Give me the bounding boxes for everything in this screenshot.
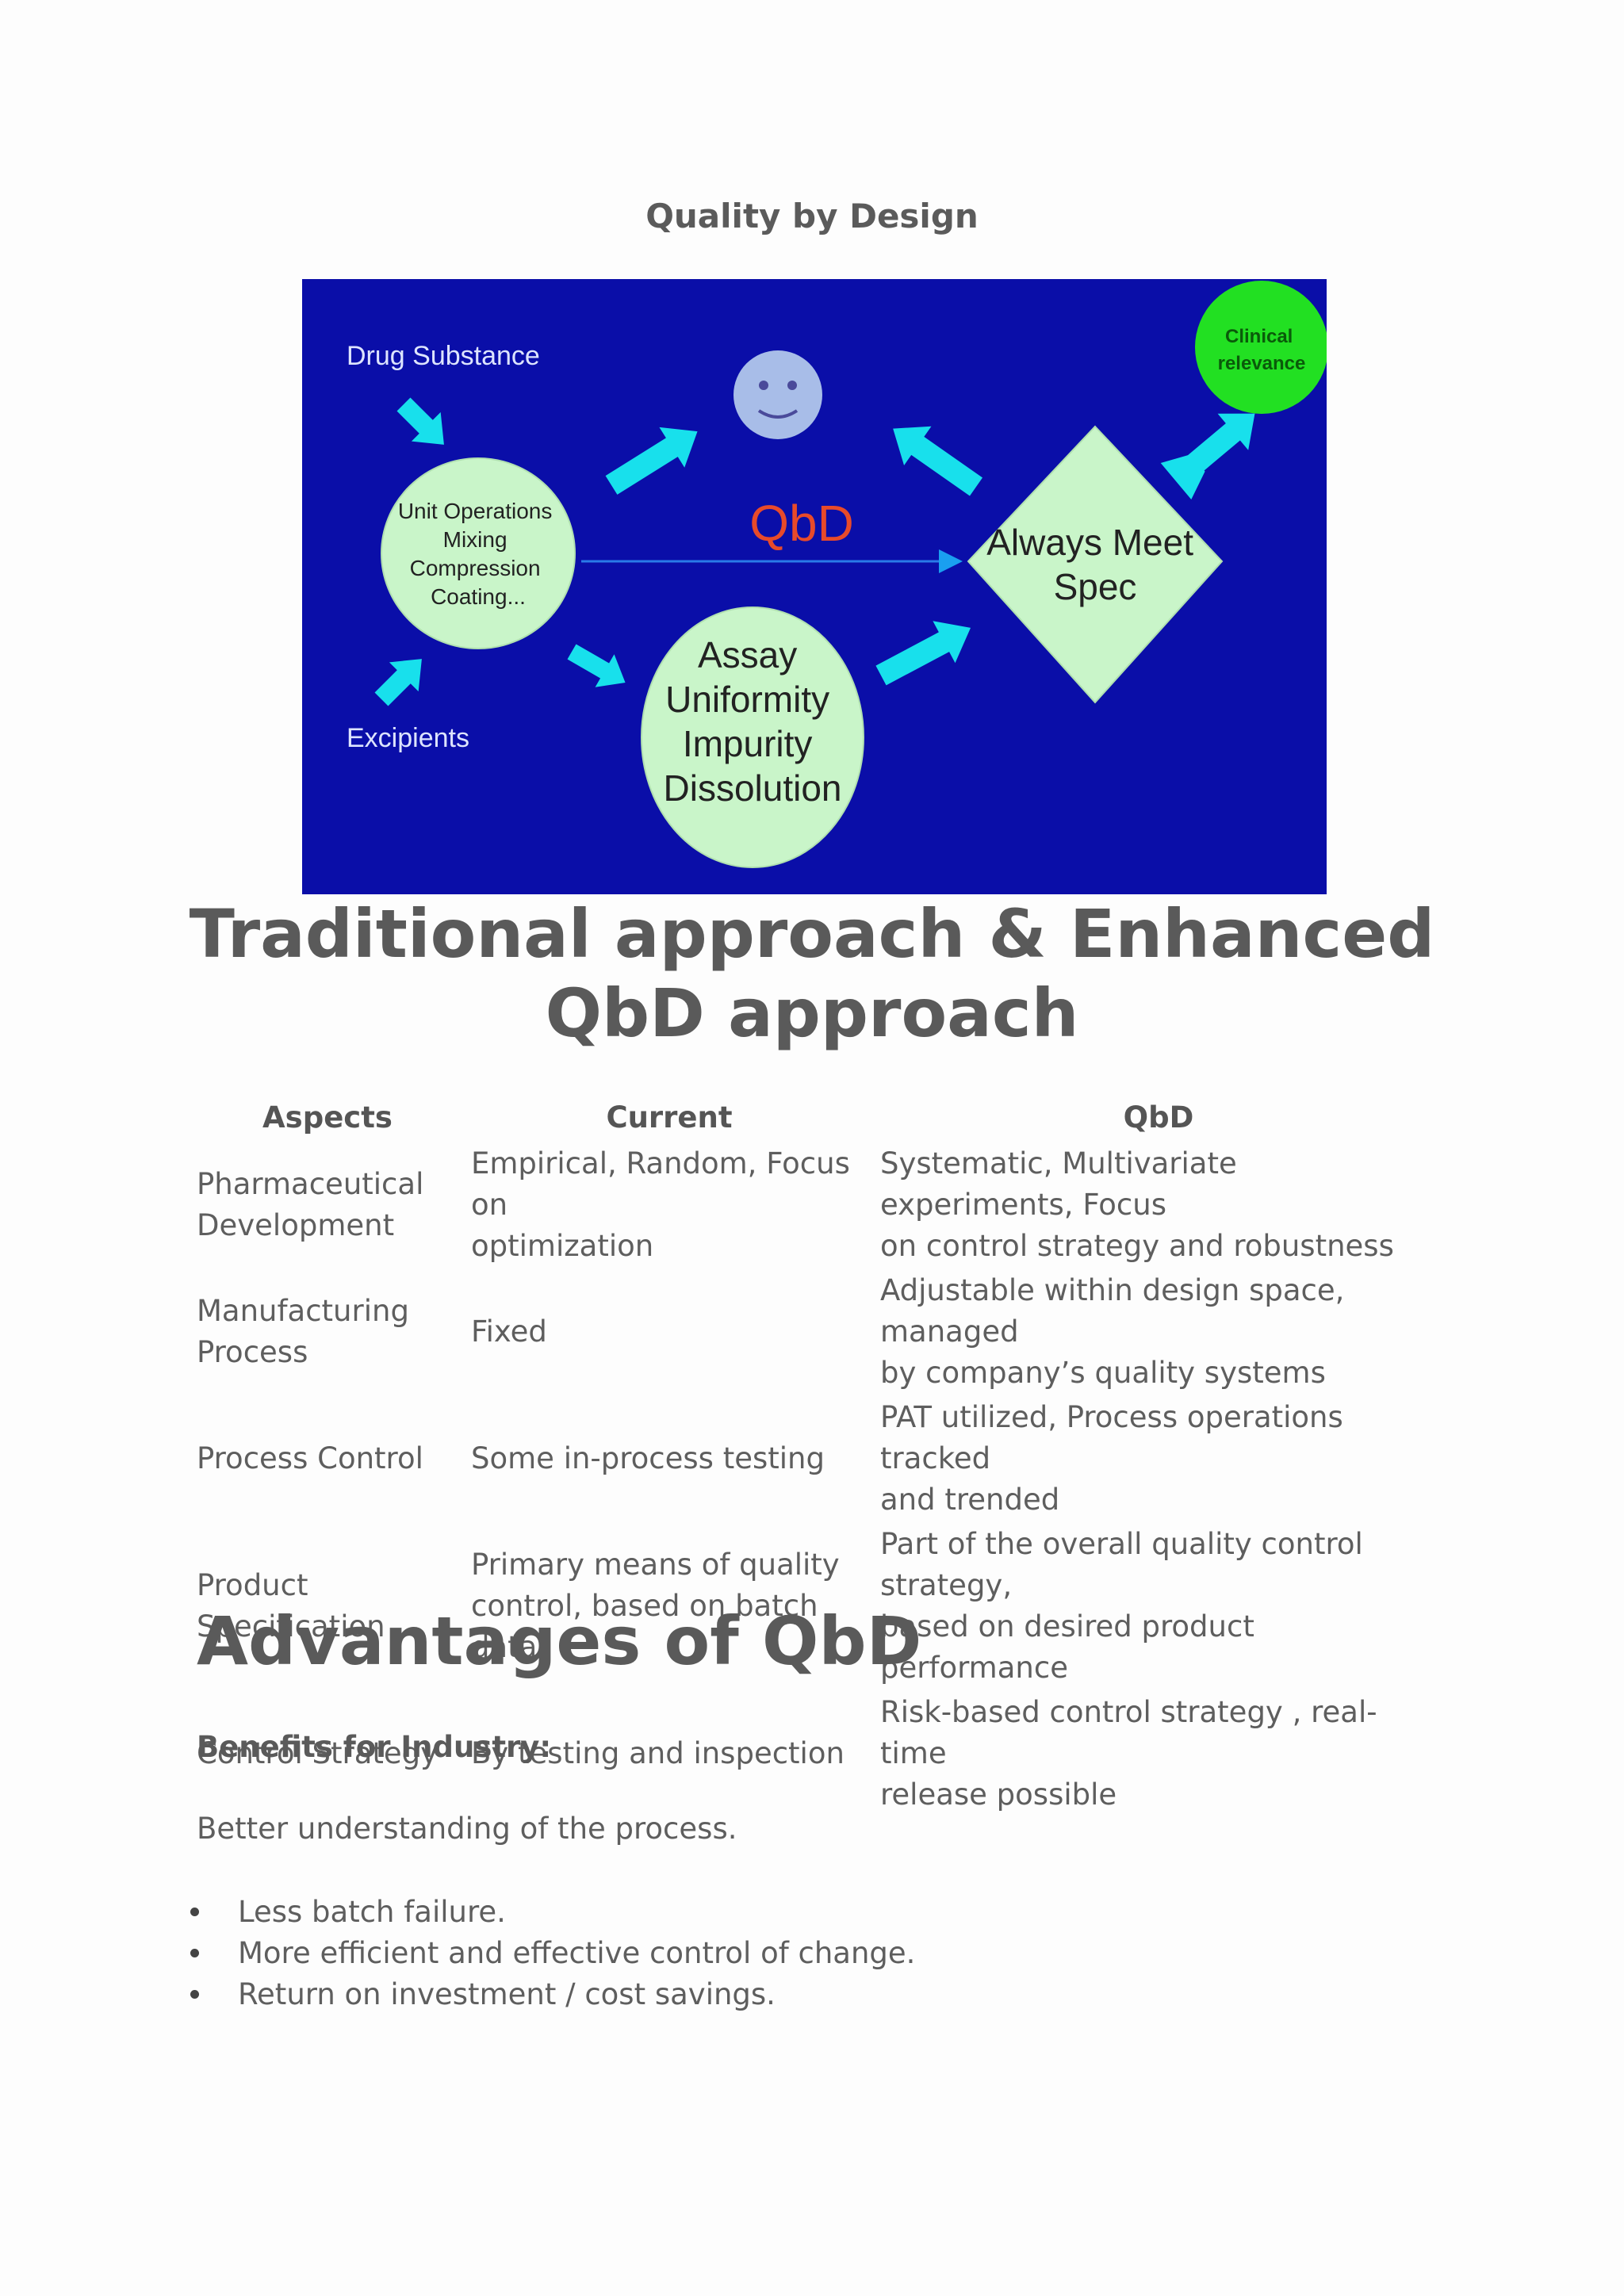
qbd-cell-line: Systematic, Multivariate experiments, Fo…	[880, 1146, 1237, 1222]
header-current: Current	[606, 1100, 733, 1135]
qbd-label: QbD	[749, 495, 854, 552]
drug-substance-label: Drug Substance	[347, 341, 540, 371]
current-cell-line: Primary means of quality	[471, 1548, 840, 1582]
tests-text: Assay Uniformity Impurity Dissolution	[664, 634, 842, 809]
benefits-list: Less batch failure. More efficient and e…	[190, 1892, 916, 2015]
current-cell: Some in-process testing	[465, 1395, 874, 1522]
bullet-icon	[190, 1990, 199, 1999]
qbd-cell-line: by company’s quality systems	[880, 1356, 1326, 1390]
clinical-relevance-text: Clinical relevance	[1218, 326, 1306, 374]
spec-text: Always Meet Spec	[986, 522, 1204, 607]
comparison-heading-line-2: QbD approach	[545, 974, 1079, 1052]
unit-operations-text: Unit Operations Mixing Compression Coati…	[398, 499, 558, 609]
list-item-text: Return on investment / cost savings.	[238, 1977, 776, 2011]
list-item-text: More efficient and effective control of …	[238, 1936, 916, 1970]
qbd-diagram: Unit Operations Mixing Compression Coati…	[302, 279, 1327, 894]
current-cell: Fixed	[465, 1269, 874, 1395]
benefits-intro: Better understanding of the process.	[197, 1812, 737, 1846]
qbd-cell: Part of the overall quality control stra…	[874, 1522, 1443, 1690]
current-cell-line: optimization	[471, 1229, 654, 1263]
excipients-label: Excipients	[347, 723, 469, 753]
current-cell: By testing and inspection	[465, 1690, 874, 1817]
aspect-cell-line: Process Control	[197, 1441, 423, 1475]
aspect-cell-line: Manufacturing	[197, 1294, 409, 1328]
table-row: Process Control Some in-process testing PA…	[190, 1395, 1443, 1522]
unit-operations-node	[381, 457, 576, 649]
aspect-cell-line: Pharmaceutical	[197, 1167, 424, 1201]
qbd-cell: Adjustable within design space, managed b…	[874, 1269, 1443, 1395]
qbd-cell: Systematic, Multivariate experiments, Fo…	[874, 1142, 1443, 1269]
qbd-cell-line: release possible	[880, 1777, 1117, 1812]
flow-arrows	[374, 397, 1255, 706]
arrow-drug-to-unit	[396, 397, 444, 445]
header-qbd: QbD	[1123, 1100, 1194, 1135]
qbd-cell: Risk-based control strategy , real-time r…	[874, 1690, 1443, 1817]
spec-node	[967, 425, 1224, 704]
header-aspects: Aspects	[262, 1100, 393, 1135]
qbd-cell-line: PAT utilized, Process operations tracked	[880, 1400, 1343, 1475]
qbd-cell-line: and trended	[880, 1483, 1060, 1517]
clinical-relevance-node	[1195, 281, 1327, 414]
comparison-heading: Traditional approach & Enhanced QbD appr…	[0, 894, 1624, 1053]
comparison-heading-line-1: Traditional approach & Enhanced	[189, 895, 1435, 973]
bullet-icon	[190, 1908, 199, 1916]
current-cell-line: Empirical, Random, Focus on	[471, 1146, 850, 1222]
aspect-cell: Control Strategy	[190, 1690, 465, 1817]
arrow-unit-to-smiley	[605, 427, 698, 495]
table-row: Product Specification Primary means of qu…	[190, 1522, 1443, 1690]
advantages-heading: Advantages of QbD	[197, 1602, 922, 1680]
list-item: Return on investment / cost savings.	[190, 1974, 915, 2015]
tests-node	[641, 607, 864, 868]
bullet-icon	[190, 1949, 199, 1957]
list-item: Less batch failure.	[190, 1892, 915, 1933]
aspect-cell-line: Control Strategy	[197, 1736, 439, 1770]
smiley-face-icon	[733, 350, 822, 439]
list-item-text: Less batch failure.	[238, 1895, 506, 1929]
aspect-cell-line: Process	[197, 1335, 308, 1369]
table-header-row: Aspects Current QbD	[190, 1094, 1443, 1142]
arrow-spec-to-smiley	[893, 426, 983, 496]
current-cell-line: Fixed	[471, 1314, 547, 1349]
document-title: Quality by Design	[645, 197, 979, 235]
benefits-label: Benefits for Industry:	[197, 1730, 552, 1764]
current-cell: Empirical, Random, Focus on optimization	[465, 1142, 874, 1269]
list-item: More efficient and effective control of …	[190, 1933, 916, 1974]
arrow-tests-to-spec	[875, 621, 971, 686]
qbd-cell-line: Part of the overall quality control stra…	[880, 1527, 1363, 1602]
current-cell-line: Some in-process testing	[471, 1441, 825, 1475]
qbd-cell: PAT utilized, Process operations tracked…	[874, 1395, 1443, 1522]
qbd-cell-line: on control strategy and robustness	[880, 1229, 1394, 1263]
aspect-cell: Product Specification	[190, 1522, 465, 1690]
current-cell-line: control, based on batch data	[471, 1589, 818, 1664]
aspect-cell-line: Development	[197, 1208, 395, 1242]
qbd-cell-line: Risk-based control strategy , real-time	[880, 1695, 1377, 1770]
arrow-spec-clinical-back	[1160, 454, 1205, 499]
table-row: Control Strategy By testing and inspectio…	[190, 1690, 1443, 1817]
aspect-cell-line: Product Specification	[197, 1568, 385, 1644]
aspect-cell: Process Control	[190, 1395, 465, 1522]
qbd-cell-line: Adjustable within design space, managed	[880, 1273, 1345, 1349]
arrow-excipients-to-unit	[374, 659, 422, 706]
current-cell-line: By testing and inspection	[471, 1736, 845, 1770]
arrow-unit-to-tests	[567, 644, 626, 687]
qbd-cell-line: based on desired product performance	[880, 1609, 1254, 1685]
current-cell: Primary means of quality control, based o…	[465, 1522, 874, 1690]
